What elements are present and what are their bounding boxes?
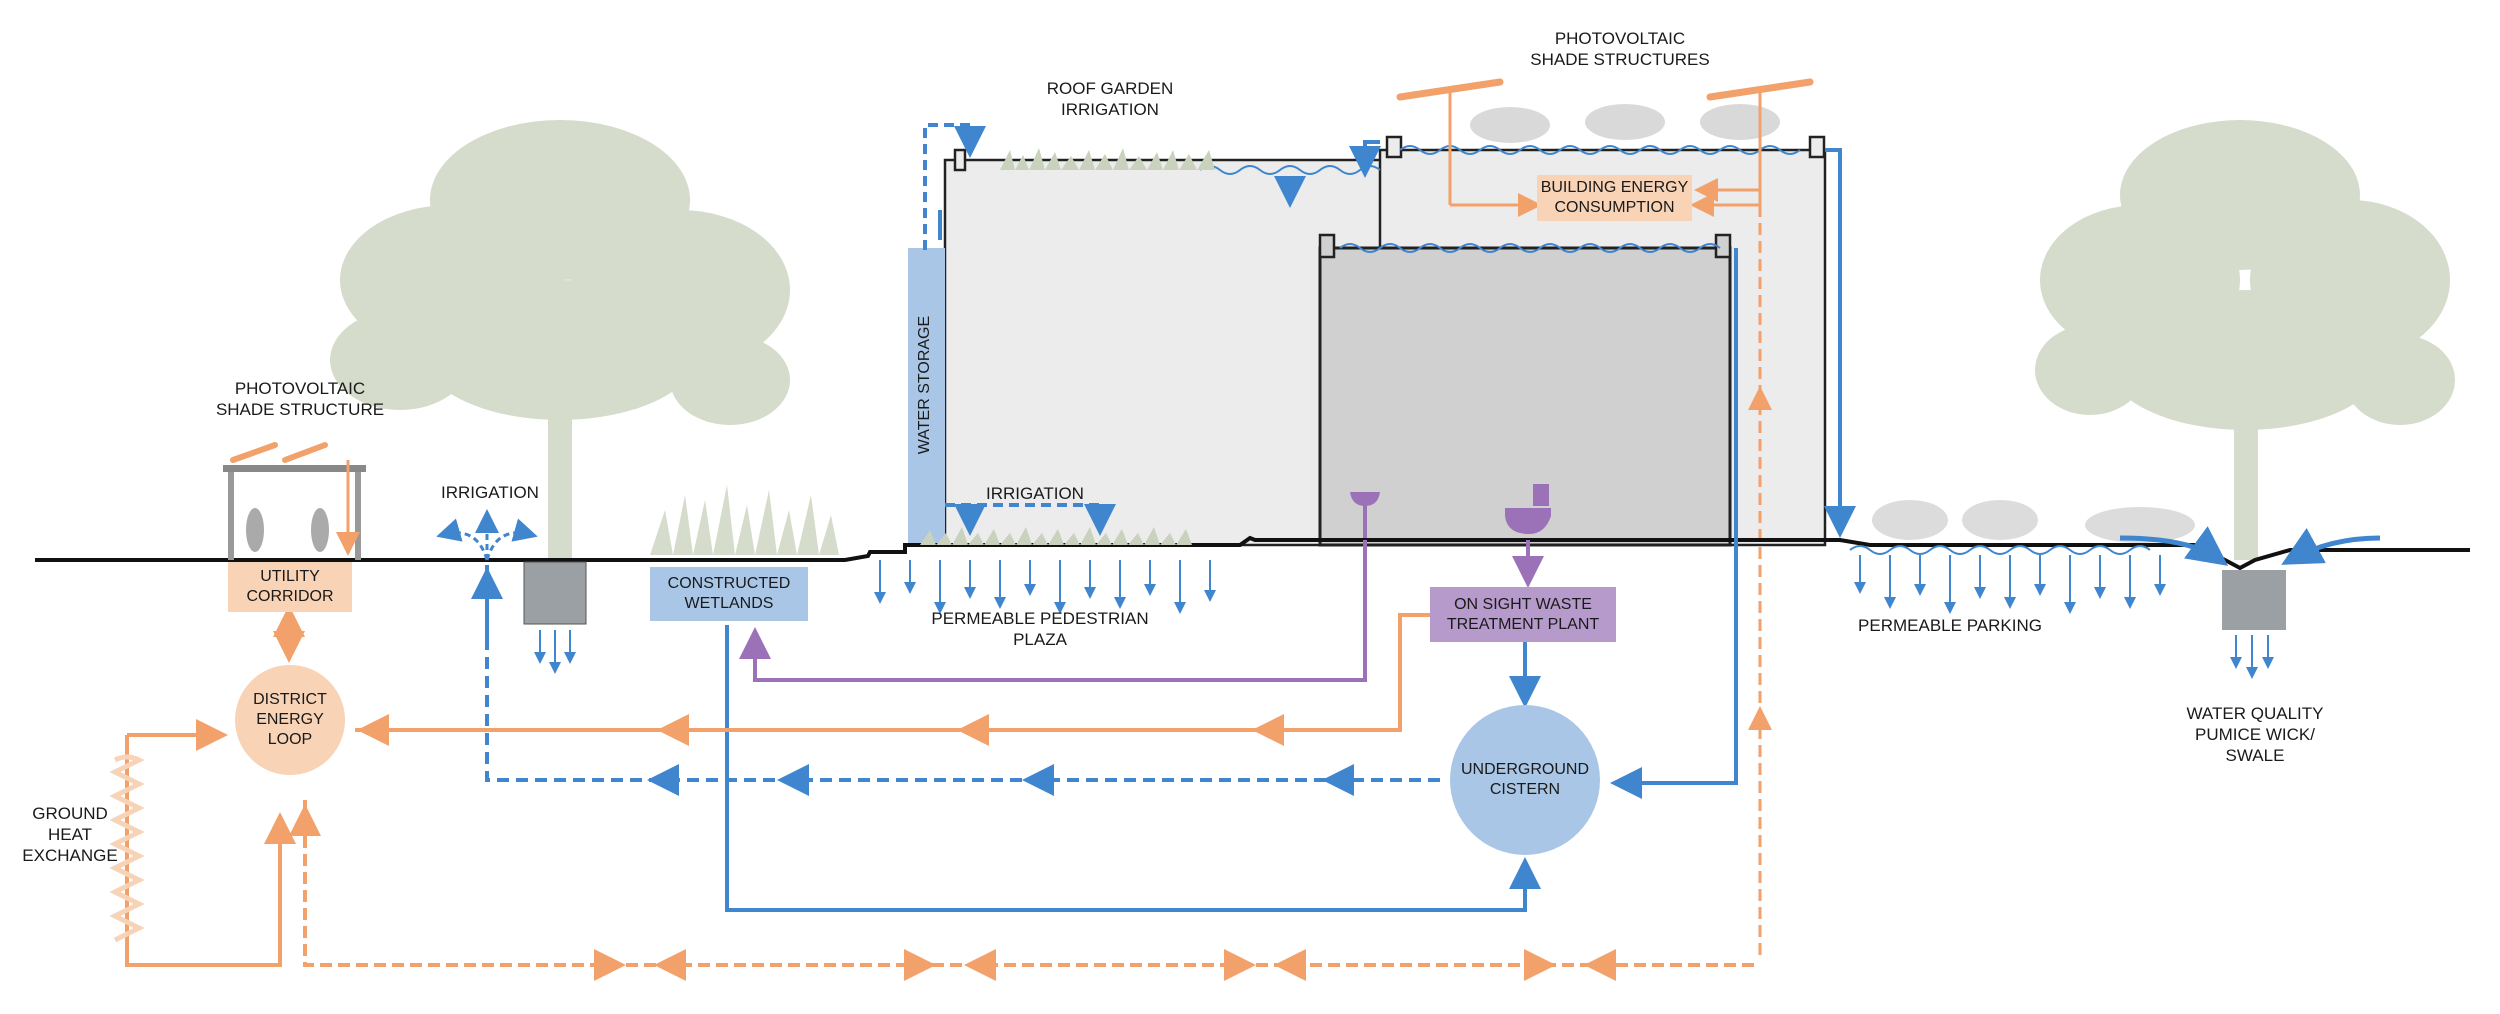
label-water-quality: WATER QUALITY PUMICE WICK/ SWALE <box>2186 704 2324 765</box>
label-roof-garden-irrigation: ROOF GARDEN IRRIGATION <box>1046 79 1174 119</box>
label-ground-heat-exchange: GROUND HEAT EXCHANGE <box>22 804 118 865</box>
irrigation-spray <box>436 509 538 561</box>
wetland-grass <box>650 485 839 555</box>
label-pv-shade-structure: PHOTOVOLTAIC SHADE STRUCTURE <box>215 379 385 419</box>
underground-cistern: UNDERGROUND CISTERN <box>1450 705 1600 855</box>
label-pv-shade-structures: PHOTOVOLTAIC SHADE STRUCTURES <box>1530 29 1710 69</box>
label-irrigation-plaza: IRRIGATION <box>986 484 1084 503</box>
water-storage-tank <box>908 248 945 546</box>
district-energy-loop: DISTRICT ENERGY LOOP <box>235 665 345 775</box>
water-flows <box>471 123 1856 912</box>
building <box>943 104 1827 547</box>
constructed-wetlands-box: CONSTRUCTED WETLANDS <box>650 567 808 621</box>
tree-left <box>330 120 790 560</box>
waste-flows <box>739 540 1544 682</box>
ground-heat-coil <box>109 754 145 943</box>
infiltration-arrows <box>534 555 2274 679</box>
stone-well-right <box>2222 570 2286 630</box>
label-water-storage: WATER STORAGE <box>916 315 933 455</box>
utility-corridor-box: UTILITY CORRIDOR <box>228 562 352 612</box>
ground-line <box>35 535 2470 571</box>
roof-pv-shades <box>1396 78 1814 101</box>
stone-well-left <box>523 561 587 625</box>
plaza-grass <box>920 527 1192 545</box>
building-energy-box: BUILDING ENERGY CONSUMPTION <box>1537 175 1692 221</box>
waste-plant-box: ON SIGHT WASTE TREATMENT PLANT <box>1430 587 1616 642</box>
label-permeable-parking: PERMEABLE PARKING <box>1858 616 2042 635</box>
tree-right <box>2035 120 2455 560</box>
label-irrigation-left: IRRIGATION <box>441 483 539 502</box>
label-permeable-plaza: PERMEABLE PEDESTRIAN PLAZA <box>931 609 1149 649</box>
pv-shade-shelter <box>223 442 366 560</box>
parking-cars <box>1872 500 2195 543</box>
